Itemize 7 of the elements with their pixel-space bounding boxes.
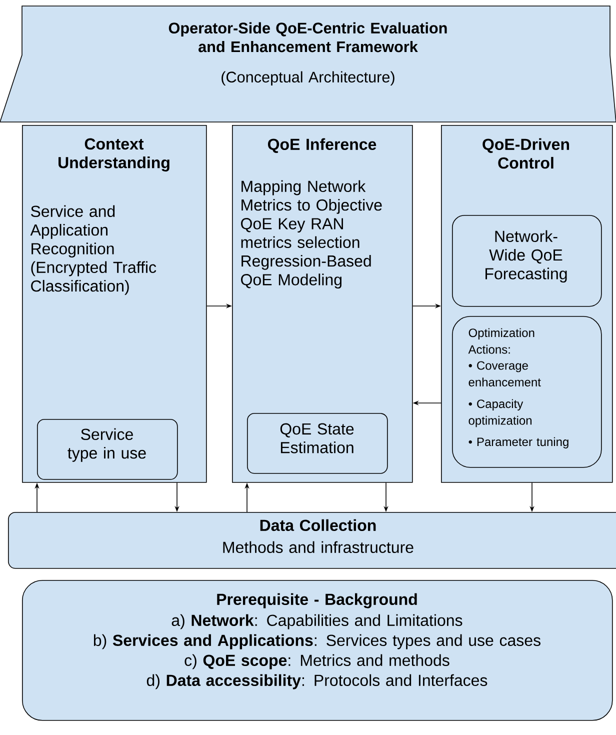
process-box: Network-Wide QoE Forecasting	[452, 215, 602, 307]
process-box: Optimization Actions: • Coverage enhancement • Capacity optimization • Parameter tuning	[452, 316, 602, 468]
process-box: Service type in use	[37, 419, 178, 480]
process-box: Data Collection Methods and infrastructure	[8, 512, 616, 569]
process-box: QoE State Estimation	[247, 413, 388, 474]
background-box: Prerequisite - Background a) Network: Capabilities and Limitations b) Services and Applications: Services types and use cases c) QoE scope: Metrics and methods d) Data accessibility: Protocols and Interfaces	[22, 580, 613, 721]
banner: Operator-Side QoE-Centric Evaluation and Enhancement Framework (Conceptual Architecture)	[0, 6, 616, 122]
